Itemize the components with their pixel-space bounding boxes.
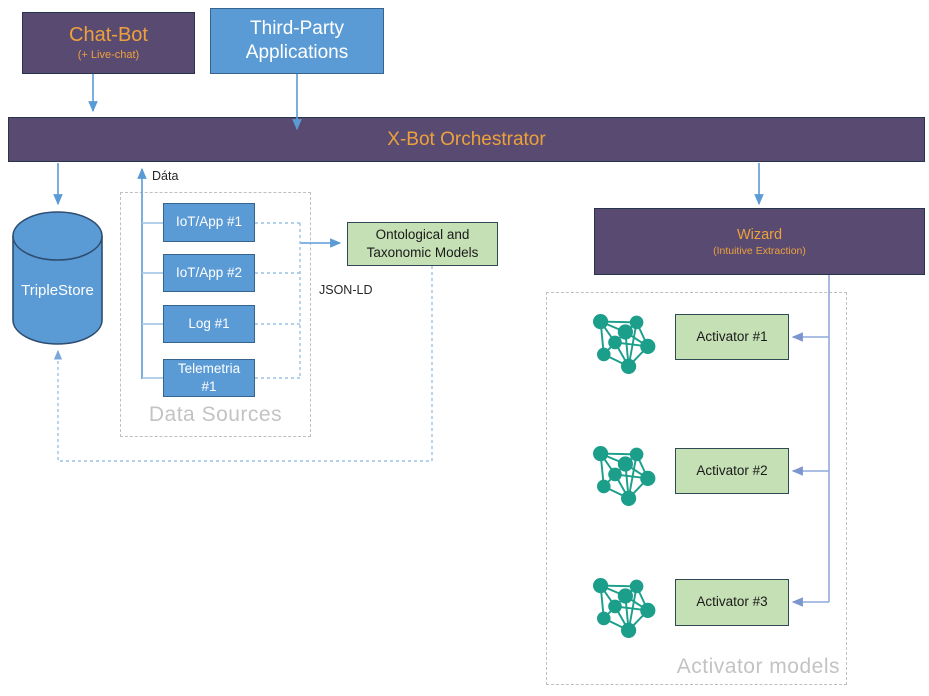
data-source-log-1: Log #1 (163, 305, 255, 343)
chat-bot-title: Chat-Bot (69, 24, 148, 47)
ontological-models-node: Ontological and Taxonomic Models (347, 222, 498, 266)
wizard-subtitle: (Intuitive Extraction) (713, 244, 806, 257)
activator-models-group-label: Activator models (676, 655, 840, 678)
orchestrator-bar: X-Bot Orchestrator (8, 117, 925, 162)
triplestore-label: TripleStore (21, 282, 94, 299)
activator-2-node: Activator #2 (675, 448, 789, 494)
network-graph-icon (592, 445, 657, 507)
orchestrator-label: X-Bot Orchestrator (387, 128, 546, 150)
third-party-apps-label: Third-Party Applications (245, 18, 349, 63)
activator-3-node: Activator #3 (675, 579, 789, 626)
chat-bot-subtitle: (+ Live-chat) (77, 49, 140, 62)
data-sources-group-label: Data Sources (148, 403, 283, 426)
data-source-telemetria-1: Telemetria #1 (163, 359, 255, 397)
third-party-apps-node: Third-Party Applications (210, 8, 384, 74)
network-graph-icon (592, 313, 657, 375)
database-cylinder-icon (12, 211, 103, 345)
activator-models-group-frame (546, 292, 847, 685)
wizard-node: Wizard (Intuitive Extraction) (594, 208, 925, 275)
data-source-iot-app-1: IoT/App #1 (163, 203, 255, 242)
json-ld-edge-label: JSON-LD (319, 283, 373, 297)
network-graph-icon (592, 577, 657, 639)
activator-1-node: Activator #1 (675, 314, 789, 360)
triplestore-node: TripleStore (11, 210, 104, 346)
data-source-iot-app-2: IoT/App #2 (163, 254, 255, 292)
chat-bot-node: Chat-Bot (+ Live-chat) (22, 12, 195, 74)
data-edge-label: Dáta (152, 169, 179, 183)
wizard-title: Wizard (736, 226, 783, 243)
